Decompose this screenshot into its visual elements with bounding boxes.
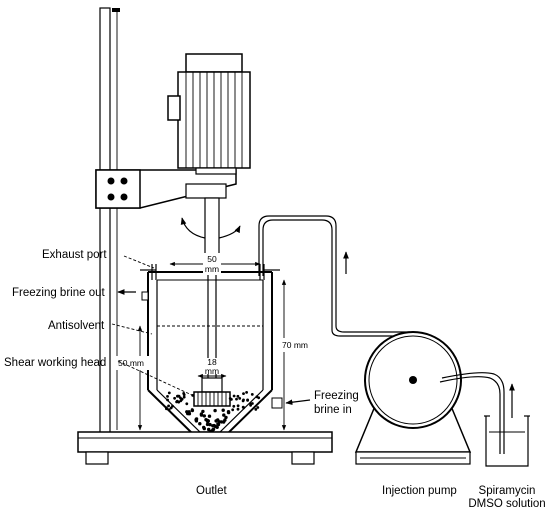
label-injection-pump: Injection pump — [382, 485, 457, 497]
dimension-vessel-height: 70 mm — [279, 279, 313, 431]
particles — [165, 391, 261, 434]
label-freezing-brine-in-2: brine in — [314, 404, 352, 416]
label-shear-working-head: Shear working head — [4, 357, 106, 369]
dimension-liquid-height: 50 mm — [116, 325, 150, 431]
label-freezing-brine-in-1: Freezing — [314, 390, 359, 402]
brine-out-port — [141, 291, 149, 301]
dim-head-unit: mm — [205, 366, 219, 376]
dim-liquid-height: 50 mm — [118, 358, 144, 368]
clamp-arm — [95, 169, 237, 209]
motor — [167, 53, 251, 199]
shear-head — [193, 377, 231, 407]
label-outlet: Outlet — [196, 485, 227, 497]
stirrer-shaft — [204, 197, 220, 378]
rotation-arrow-icon — [180, 217, 241, 239]
label-solution-1: Spiramycin — [479, 485, 536, 497]
dimension-top-opening: 50 mm — [169, 253, 261, 275]
stand-pole — [99, 7, 120, 435]
dimension-head-width: 18 mm — [197, 357, 227, 379]
injection-pump — [354, 331, 472, 465]
suction-tubing — [439, 372, 515, 454]
base-plate — [77, 431, 333, 465]
feed-tubing — [258, 215, 410, 337]
label-antisolvent: Antisolvent — [48, 320, 105, 332]
dim-vessel-height: 70 mm — [282, 340, 308, 350]
label-freezing-brine-out: Freezing brine out — [12, 287, 105, 299]
dim-head-value: 18 — [207, 357, 217, 367]
reactor-vessel — [140, 264, 283, 439]
brine-in-port — [271, 397, 283, 409]
label-solution-2: DMSO solution — [468, 498, 545, 510]
solution-beaker — [484, 415, 530, 467]
leader-lines — [111, 255, 311, 406]
dim-top-value: 50 — [207, 254, 217, 264]
dim-top-unit: mm — [205, 264, 219, 274]
label-exhaust-port: Exhaust port — [42, 249, 107, 261]
